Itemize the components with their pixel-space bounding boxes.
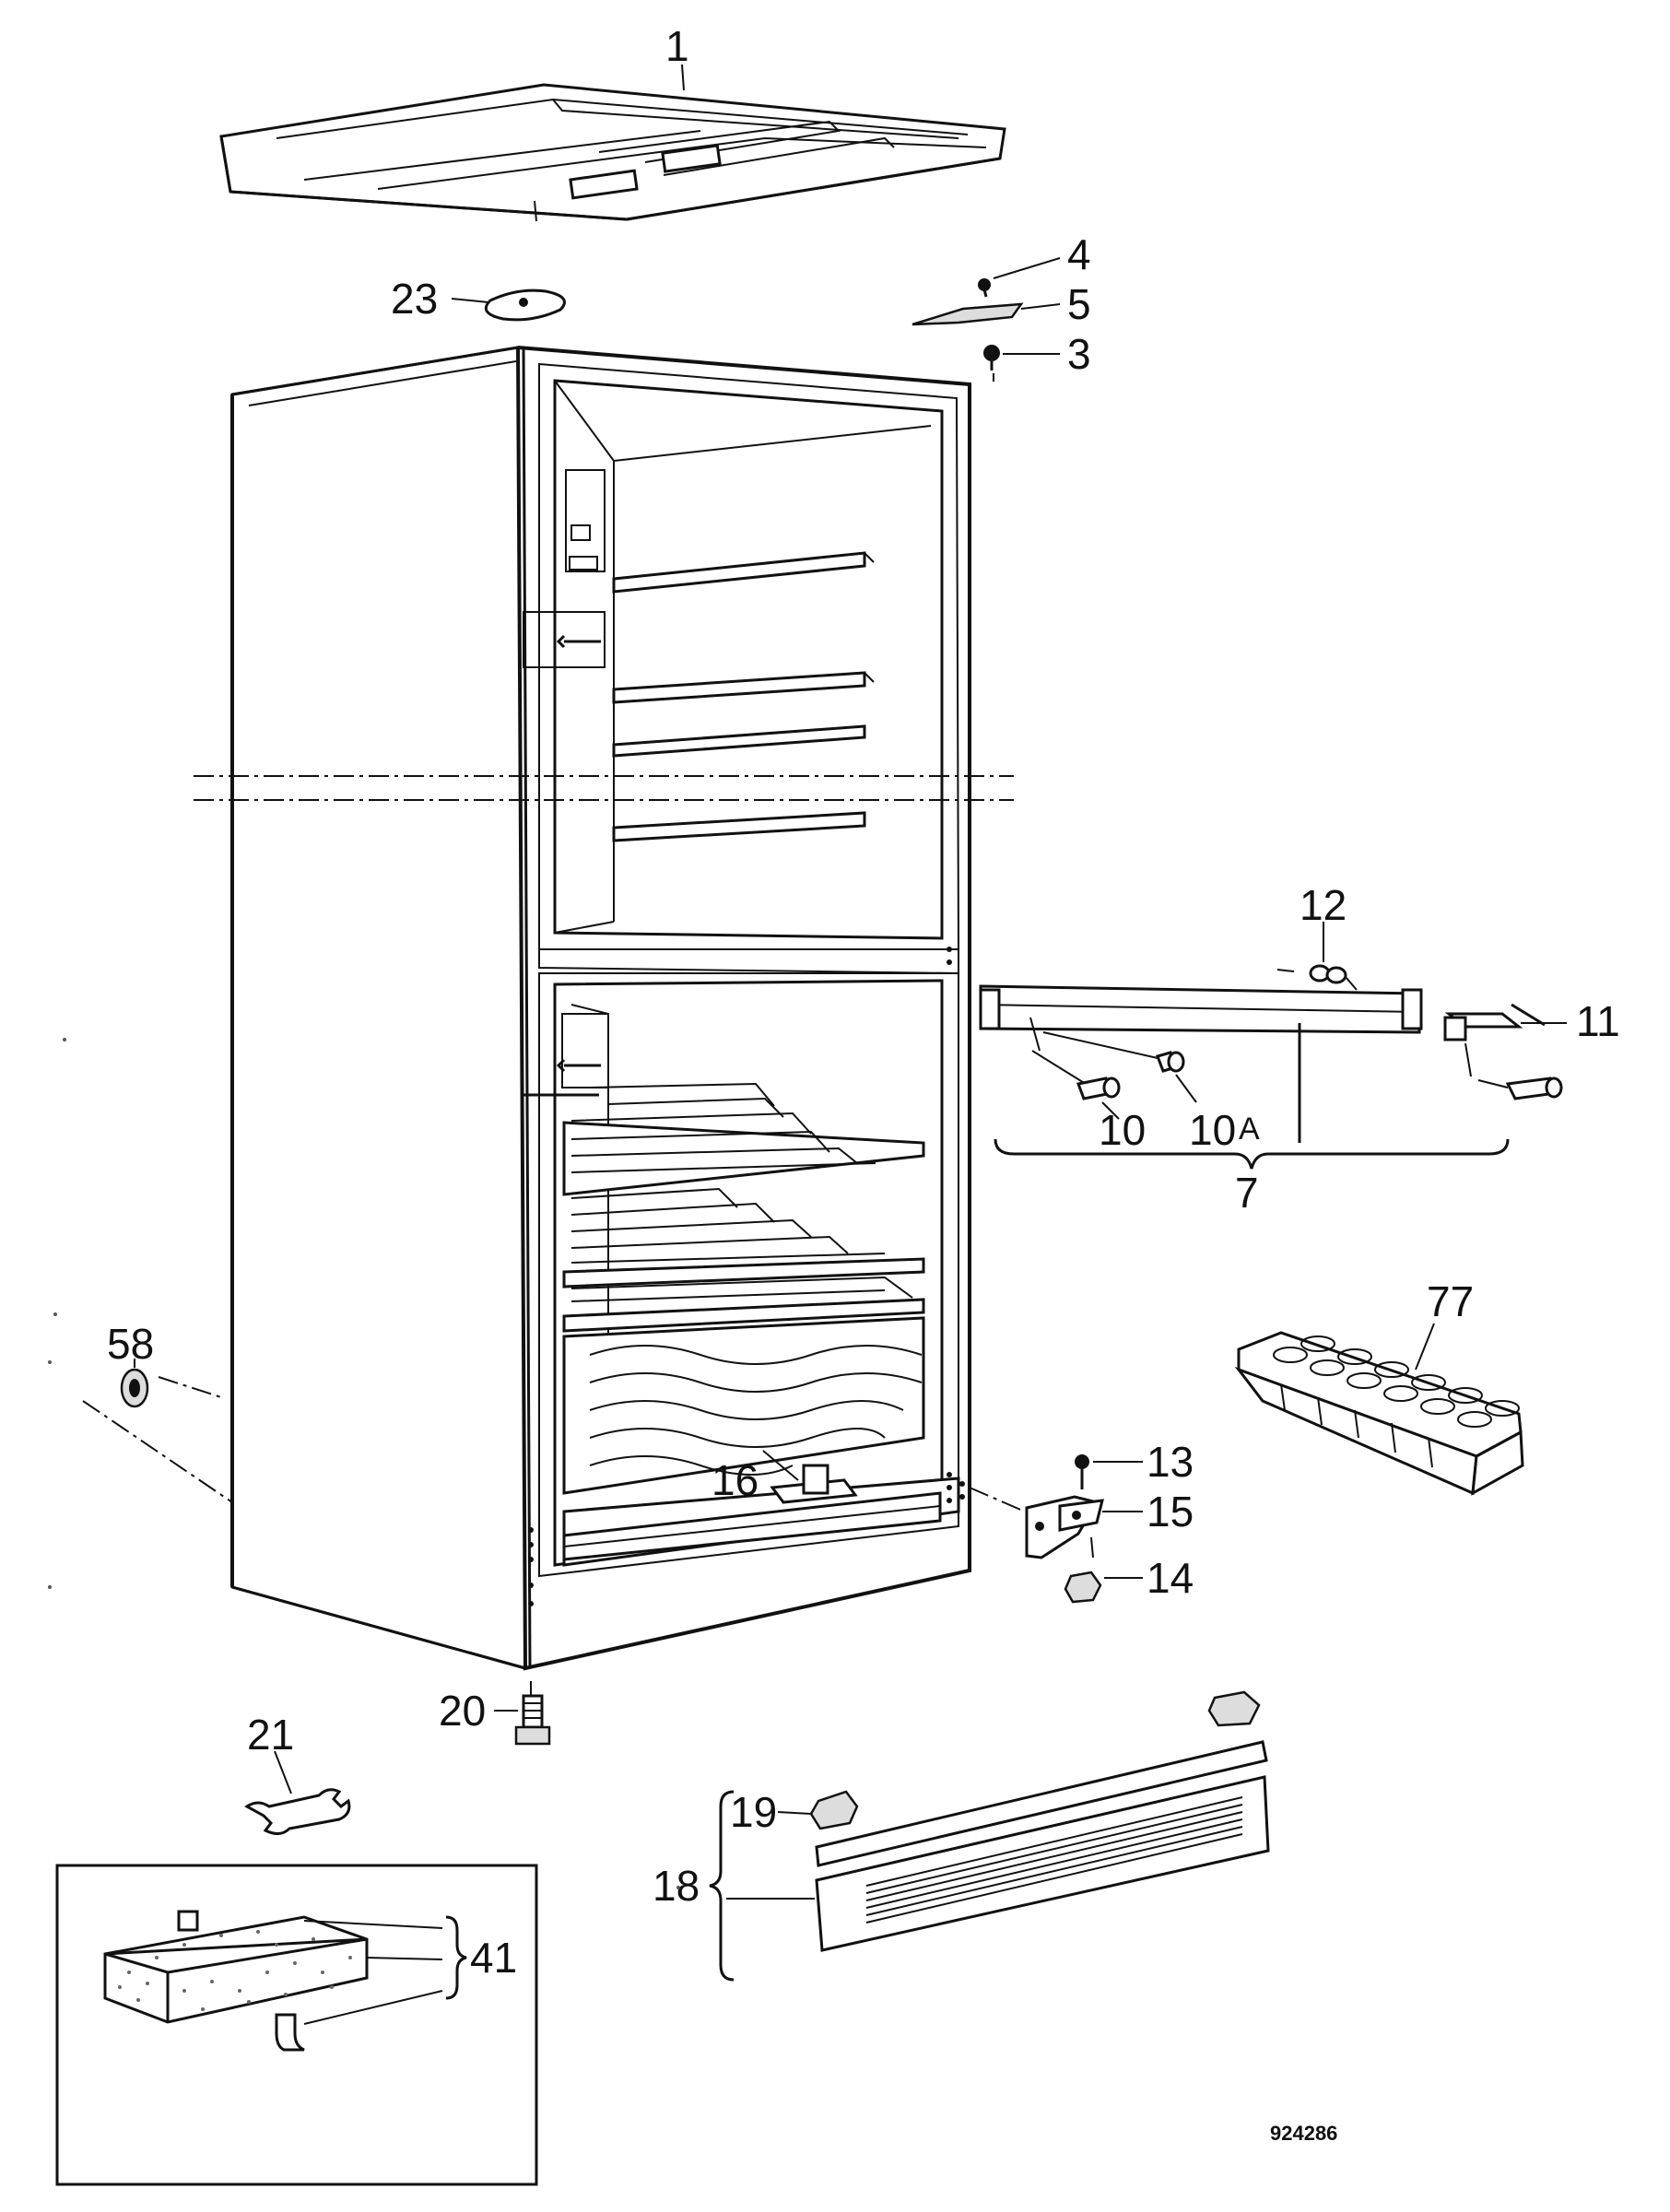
label-3: 3 [1067,330,1091,378]
label-4: 4 [1067,230,1091,278]
leader-21 [274,1750,292,1794]
brace-41 [445,1915,467,2000]
leader-19 [777,1811,812,1815]
label-41: 41 [470,1934,517,1982]
label-13: 13 [1147,1438,1194,1486]
leader-77 [1415,1323,1435,1371]
top-lid [219,83,1006,222]
wrench-21 [244,1788,351,1835]
drawing-number: 924286 [1270,2122,1337,2145]
hinge-bar-7 [979,984,1423,1143]
pin-13 [1075,1454,1089,1489]
scan-speck [48,1038,680,1889]
label-19: 19 [730,1788,777,1836]
leader-10a [1175,1074,1197,1103]
clip-19 [809,1790,859,1830]
leader-4 [993,257,1061,279]
label-12: 12 [1300,881,1347,929]
heating-element-inset [55,1864,538,2186]
leg-20 [514,1681,551,1746]
label-21: 21 [247,1711,294,1759]
brace-18 [709,1790,735,1982]
label-16: 16 [712,1456,759,1504]
pin-12 [1276,964,1358,991]
fridge-cabinet [194,346,1014,1671]
label-10a-suffix: A [1239,1112,1260,1147]
label-20: 20 [439,1687,486,1735]
leader-5 [1020,303,1061,310]
brace-7 [994,1138,1510,1170]
clip-23 [484,288,566,322]
label-77: 77 [1427,1277,1474,1325]
leader-23 [451,298,489,303]
label-23: 23 [391,275,438,323]
screw-10a [1042,1031,1185,1073]
label-58: 58 [107,1320,154,1368]
label-18: 18 [653,1862,700,1910]
clip-19-top [1207,1690,1261,1727]
clip-16 [770,1464,858,1504]
label-5: 5 [1067,280,1091,328]
label-7: 7 [1235,1169,1259,1217]
bushing-14 [1064,1571,1102,1604]
screw-10 [1031,1050,1121,1100]
leader-16 [762,1450,799,1481]
label-11: 11 [1576,997,1620,1045]
ice-tray [1234,1331,1524,1496]
label-1: 1 [665,22,689,70]
bracket-5 [911,302,1024,326]
label-10: 10 [1099,1106,1146,1154]
grille-18 [815,1740,1270,1952]
label-10a: 10 [1189,1106,1236,1154]
label-14: 14 [1147,1554,1194,1602]
label-15: 15 [1147,1488,1194,1535]
pin-3 [983,345,1000,382]
leader-10 [1101,1101,1120,1120]
hinge-15 [969,1487,1104,1559]
leader-1 [681,64,685,91]
screw-4 [978,278,991,298]
hinge-11 [1443,1003,1563,1100]
foot-58 [82,1368,233,1503]
